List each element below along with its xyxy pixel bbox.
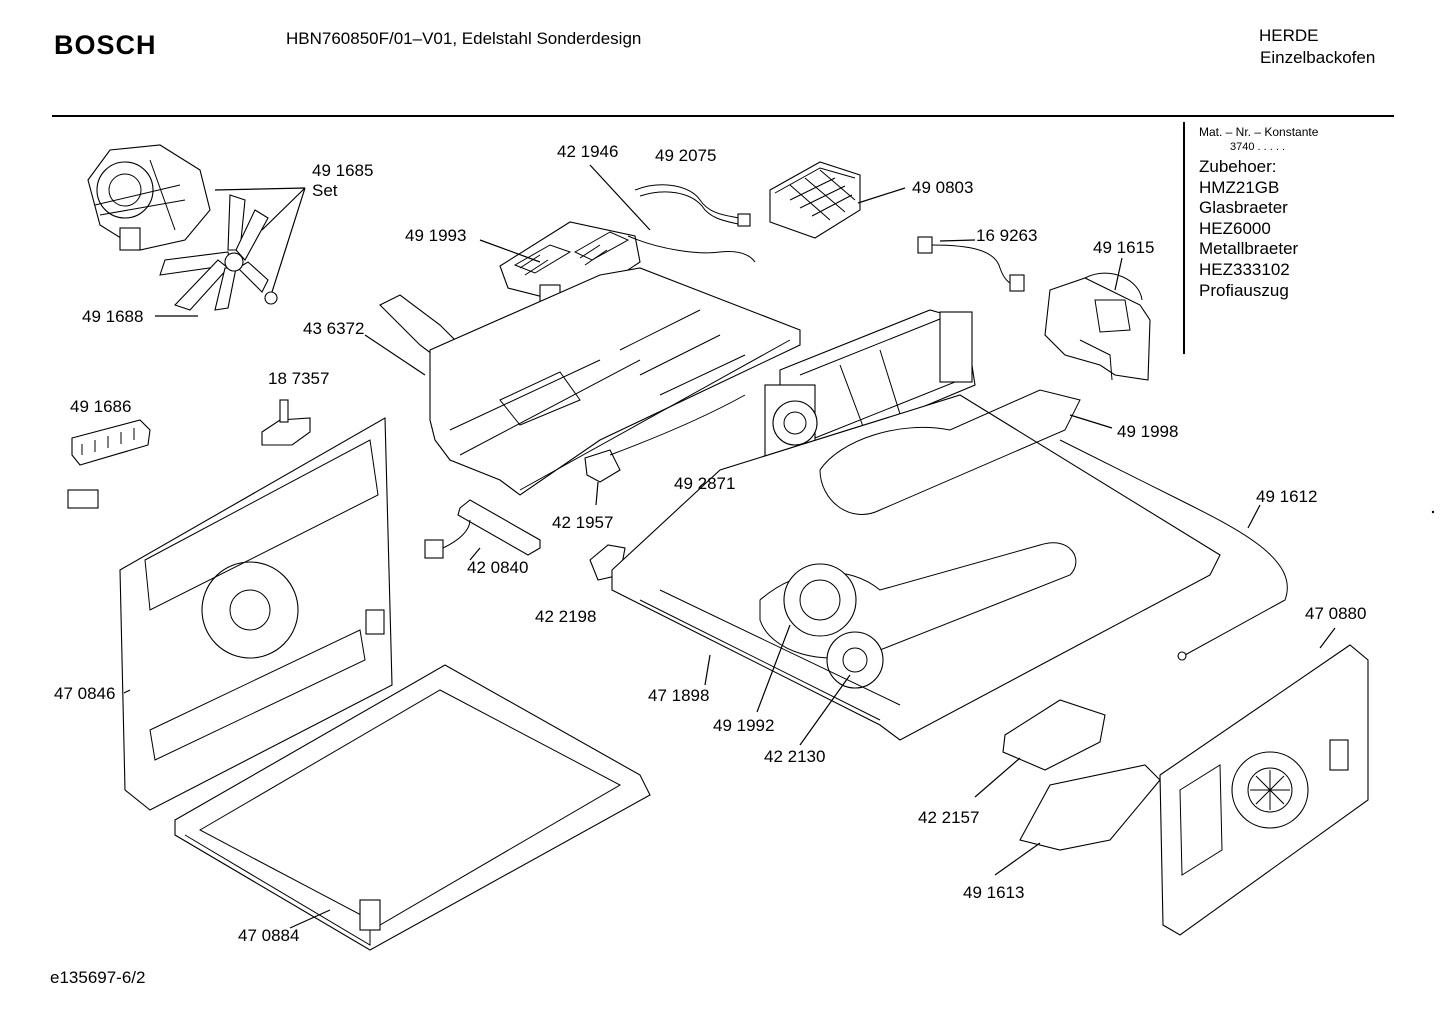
part-label: 47 0884 [238,926,300,945]
part-label: 49 1613 [963,883,1025,902]
side-wall-part [119,417,393,811]
part-label: 47 0880 [1305,604,1367,623]
part-label: 49 1688 [82,307,144,326]
drawing-code: e135697-6/2 [50,968,146,987]
cable-part [634,184,746,221]
part-label: 42 2130 [764,747,826,766]
header-divider [52,115,1394,117]
drip-tray-part [1019,764,1161,851]
info-box-divider [1183,122,1185,354]
part-label: 49 1993 [405,226,467,245]
part-label: 47 1898 [648,686,710,705]
accessory-item: Metallbraeter [1199,239,1299,258]
constant-value: 3740 . . . . . [1230,141,1286,153]
accessory-item: Zubehoer: [1199,157,1277,176]
brand-logo: BOSCH [54,30,157,60]
part-label: 42 2198 [535,607,597,626]
part-label: 49 0803 [912,178,974,197]
part-label: 49 1612 [1256,487,1318,506]
terminal-part [261,399,311,446]
tangential-fan-part [764,309,976,461]
electronic-module-part [1002,699,1106,771]
part-label: 18 7357 [268,369,330,388]
oven-cavity-top-part [611,389,1221,741]
accessory-item: Profiauszug [1199,281,1289,300]
temperature-sensor-part [1059,439,1288,656]
part-label: Set [312,181,338,200]
fan-motor-small-part [584,449,621,483]
part-label: 49 1992 [713,716,775,735]
part-label: 47 0846 [54,684,116,703]
door-hinge-bracket-part [1044,272,1151,381]
upper-cover-plate-part [379,267,801,496]
part-label: 49 2871 [674,474,736,493]
part-label: 16 9263 [976,226,1038,245]
part-label: 42 2157 [918,808,980,827]
accessory-item: HMZ21GB [1199,178,1280,197]
terminal-block-part [67,419,151,509]
part-label: 43 6372 [303,319,365,338]
bottom-tray-part [174,664,651,951]
fan-blade-part [159,194,278,311]
part-label: 42 1957 [552,513,614,532]
part-label: 42 1946 [557,142,619,161]
fan-motor-part [87,144,211,251]
connector-part [917,236,933,254]
part-label: 49 1686 [70,397,132,416]
accessory-item: HEZ6000 [1199,219,1271,238]
part-label: 49 2075 [655,146,717,165]
mat-nr-label: Mat. – Nr. – Konstante [1199,125,1319,139]
back-panel-part [1159,644,1369,936]
category-line-1: HERDE [1259,26,1319,45]
accessory-item: Glasbraeter [1199,198,1288,217]
model-title: HBN760850F/01–V01, Edelstahl Sonderdesig… [286,29,642,48]
category-line-2: Einzelbackofen [1260,48,1376,67]
heater-block-part [769,161,861,239]
part-label: 42 0840 [467,558,529,577]
accessory-item: HEZ333102 [1199,260,1290,279]
part-label: 49 1998 [1117,422,1179,441]
switch-part [424,499,541,559]
part-label: 49 1615 [1093,238,1155,257]
part-label: 49 1685 [312,161,374,180]
